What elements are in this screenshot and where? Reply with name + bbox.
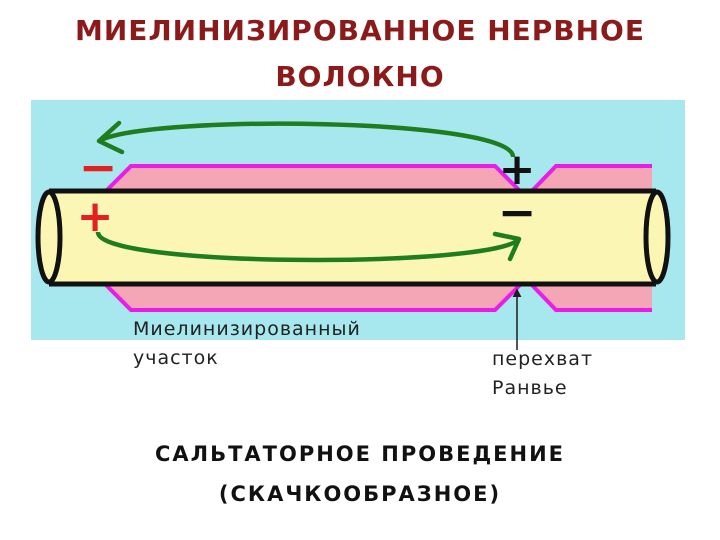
charge-outer-left: − (79, 140, 118, 194)
label-ranvier-line-1: перехват (492, 348, 594, 370)
myelin-sheath-lower-left (104, 283, 522, 310)
label-myelinated-line-2: участок (133, 347, 219, 369)
charge-inner-left: + (77, 191, 114, 242)
myelin-sheath-lower-right (530, 283, 652, 310)
myelin-edge-lower-right (528, 281, 652, 312)
outer-current-arrow (97, 121, 516, 158)
title-line-1: МИЕЛИНИЗИРОВАННОЕ НЕРВНОЕ (75, 14, 645, 47)
caption: САЛЬТАТОРНОЕ ПРОВЕДЕНИЕ (СКАЧКООБРАЗНОЕ) (0, 434, 720, 514)
caption-line-1: САЛЬТАТОРНОЕ ПРОВЕДЕНИЕ (154, 442, 566, 466)
inner-current-arrowhead (492, 231, 522, 262)
page-title: МИЕЛИНИЗИРОВАННОЕ НЕРВНОЕ ВОЛОКНО (0, 8, 720, 100)
caption-line-2: (СКАЧКООБРАЗНОЕ) (218, 482, 502, 506)
myelin-edge-upper-left (102, 164, 524, 195)
myelin-sheath-upper-left (104, 166, 522, 193)
label-ranvier-line-2: Ранвье (492, 377, 568, 399)
label-myelinated-line-1: Миелинизированный (133, 318, 361, 340)
title-line-2: ВОЛОКНО (275, 60, 445, 93)
charge-outer-node: + (499, 144, 536, 195)
axon-body (49, 191, 656, 284)
inner-current-arrow (95, 231, 521, 263)
label-node-of-ranvier: перехват Ранвье (492, 345, 593, 403)
label-myelinated-segment: Миелинизированный участок (133, 315, 361, 373)
outer-current-arrowhead (96, 120, 125, 155)
charge-inner-node: − (498, 185, 537, 239)
axon-right-end (643, 189, 671, 285)
axon-left-end (35, 189, 63, 285)
myelin-edge-lower-left (102, 281, 524, 312)
myelin-sheath-upper-right (530, 166, 652, 193)
myelin-edge-upper-right (528, 164, 652, 195)
